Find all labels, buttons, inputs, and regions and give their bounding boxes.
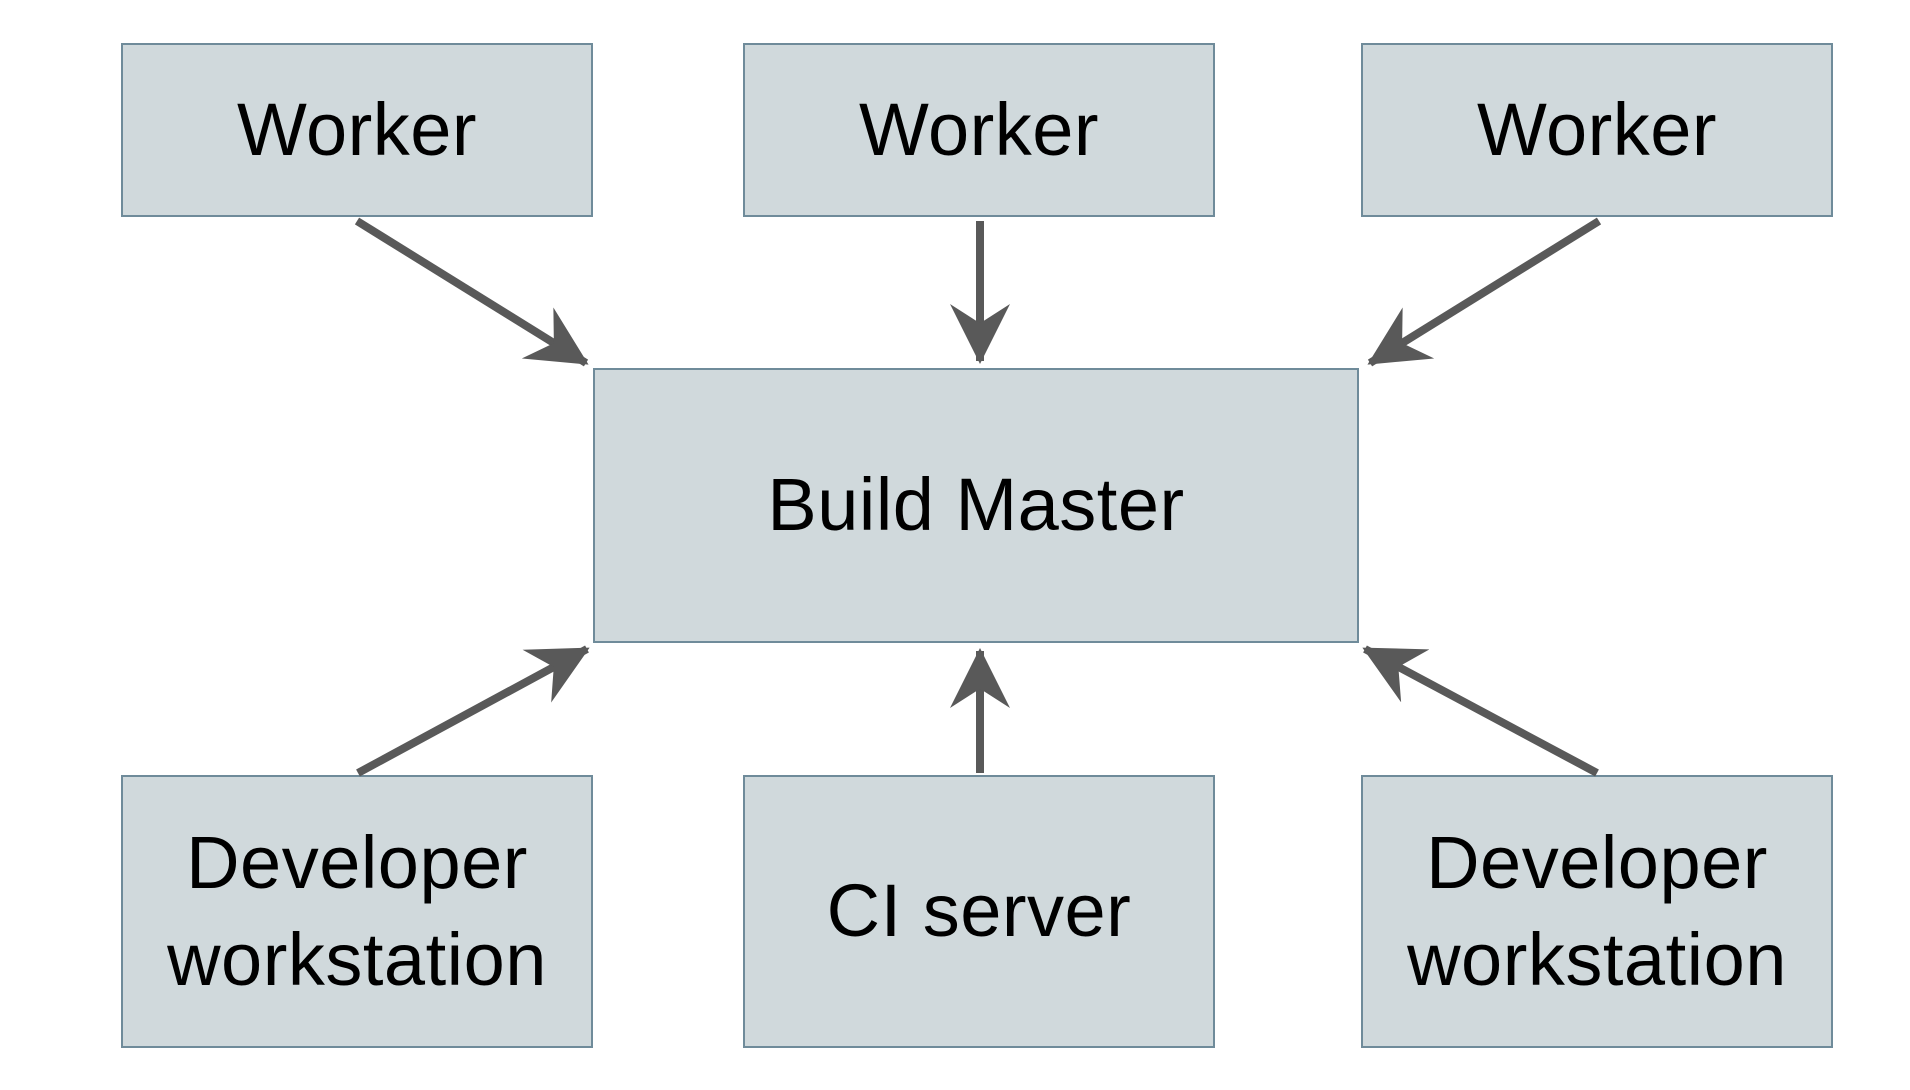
node-label: Developer workstation [167, 821, 547, 1001]
node-developer-workstation-right: Developer workstation [1361, 775, 1833, 1048]
node-worker-1: Worker [121, 43, 593, 217]
node-label: Build Master [767, 463, 1185, 547]
node-worker-2: Worker [743, 43, 1215, 217]
arrow-developer-workstation-right-to-build-master [1362, 645, 1599, 777]
node-developer-workstation-left: Developer workstation [121, 775, 593, 1048]
arrow-developer-workstation-left-to-build-master [356, 645, 590, 777]
node-worker-3: Worker [1361, 43, 1833, 217]
node-label: Worker [1476, 87, 1718, 171]
arrow-worker-1-to-build-master [354, 217, 589, 367]
node-label: Developer workstation [1407, 821, 1787, 1001]
node-build-master: Build Master [593, 368, 1359, 643]
node-label: Worker [236, 87, 478, 171]
node-label: CI server [826, 869, 1132, 953]
arrow-worker-3-to-build-master [1367, 217, 1602, 367]
node-ci-server: CI server [743, 775, 1215, 1048]
node-label: Worker [858, 87, 1100, 171]
